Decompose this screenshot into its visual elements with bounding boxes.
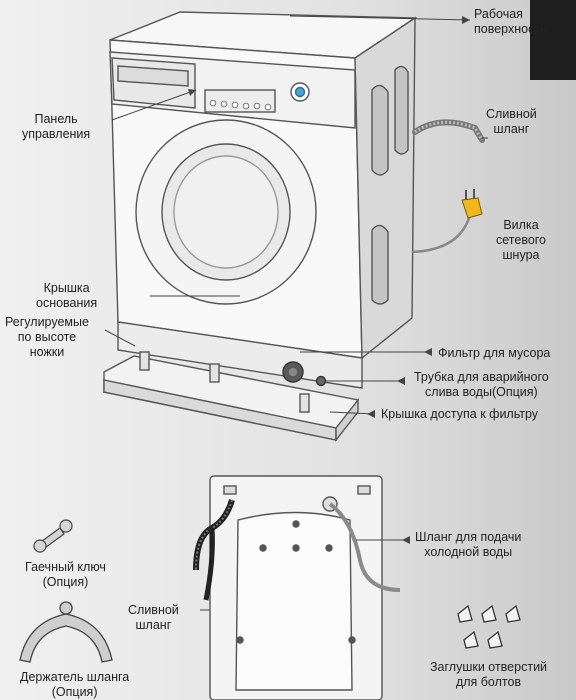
- label-line: поверхность: [474, 22, 547, 36]
- label-line: ножки: [29, 345, 65, 359]
- label-work-surface: Рабочая поверхность: [474, 7, 547, 37]
- label-line: Сливной: [486, 107, 537, 121]
- label-line: Рабочая: [474, 7, 523, 21]
- label-cold-water-hose: Шланг для подачи холодной воды: [415, 530, 521, 560]
- label-line: по высоте: [17, 330, 77, 344]
- label-base-cover: Крышка основания: [36, 281, 97, 311]
- label-debris-filter: Фильтр для мусора: [438, 346, 550, 361]
- label-line: основания: [36, 296, 98, 310]
- label-line: слива воды(Опция): [425, 385, 538, 399]
- label-line: (Опция): [42, 575, 89, 589]
- label-emergency-drain: Трубка для аварийного слива воды(Опция): [414, 370, 549, 400]
- label-line: сетевого: [496, 233, 547, 247]
- label-line: Гаечный ключ: [25, 560, 106, 574]
- label-line: Трубка для аварийного: [414, 370, 549, 384]
- label-line: Держатель шланга: [20, 670, 130, 684]
- label-line: управления: [22, 127, 91, 141]
- label-bolt-caps: Заглушки отверстий для болтов: [430, 660, 547, 690]
- label-line: для болтов: [455, 675, 522, 689]
- label-control-panel: Панель управления: [22, 112, 90, 142]
- label-filter-access-cover: Крышка доступа к фильтру: [381, 407, 538, 422]
- label-line: холодной воды: [424, 545, 513, 559]
- label-line: (Опция): [51, 685, 98, 699]
- label-rear-drain-hose: Сливной шланг: [128, 603, 179, 633]
- label-line: Вилка: [503, 218, 539, 232]
- label-line: Крышка: [43, 281, 90, 295]
- label-hose-holder: Держатель шланга (Опция): [20, 670, 129, 700]
- label-wrench: Гаечный ключ (Опция): [25, 560, 106, 590]
- label-line: Шланг для подачи: [415, 530, 522, 544]
- label-line: Панель: [34, 112, 78, 126]
- label-power-plug: Вилка сетевого шнура: [496, 218, 546, 263]
- label-line: Крышка доступа к фильтру: [381, 407, 539, 421]
- label-line: Сливной: [128, 603, 179, 617]
- label-drain-hose: Сливной шланг: [486, 107, 537, 137]
- label-line: Регулируемые: [5, 315, 89, 329]
- label-adjustable-feet: Регулируемые по высоте ножки: [5, 315, 89, 360]
- label-line: Фильтр для мусора: [438, 346, 551, 360]
- label-line: Заглушки отверстий: [430, 660, 548, 674]
- label-line: шнура: [502, 248, 540, 262]
- label-line: шланг: [135, 618, 172, 632]
- label-line: шланг: [493, 122, 530, 136]
